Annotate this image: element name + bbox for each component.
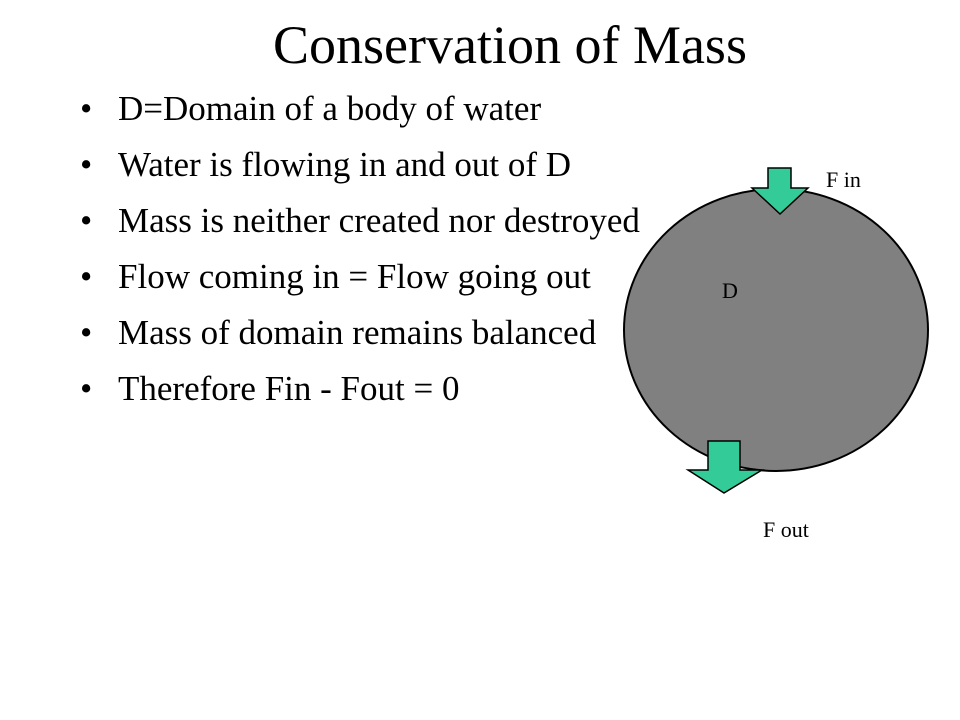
bullet-marker: • [80, 89, 93, 128]
bullet-item-water-flow: • Water is flowing in and out of D [80, 144, 640, 185]
bullet-marker: • [80, 201, 93, 240]
bullet-marker: • [80, 257, 93, 296]
inflow-label: F in [826, 167, 861, 192]
bullet-text: Mass is neither created nor destroyed [118, 201, 640, 240]
bullet-item-equation: • Therefore Fin - Fout = 0 [80, 368, 640, 409]
bullet-marker: • [80, 313, 93, 352]
bullet-item-mass-conserved: • Mass is neither created nor destroyed [80, 200, 640, 241]
domain-label: D [722, 278, 738, 303]
bullet-text: Mass of domain remains balanced [118, 313, 597, 352]
slide-title: Conservation of Mass [273, 15, 747, 75]
bullet-text: Flow coming in = Flow going out [118, 257, 591, 296]
outflow-arrow [685, 440, 765, 494]
domain-circle [623, 188, 929, 472]
bullet-text: Water is flowing in and out of D [118, 145, 572, 184]
bullet-marker: • [80, 369, 93, 408]
bullet-item-domain-definition: • D=Domain of a body of water [80, 88, 640, 129]
bullet-text: Therefore Fin - Fout = 0 [118, 369, 460, 408]
bullet-list: • D=Domain of a body of water • Water is f… [80, 88, 640, 424]
bullet-item-mass-balanced: • Mass of domain remains balanced [80, 312, 640, 353]
outflow-label: F out [763, 517, 809, 542]
inflow-arrow [750, 167, 810, 216]
bullet-item-flow-balance: • Flow coming in = Flow going out [80, 256, 640, 297]
bullet-text: D=Domain of a body of water [118, 89, 542, 128]
bullet-marker: • [80, 145, 93, 184]
